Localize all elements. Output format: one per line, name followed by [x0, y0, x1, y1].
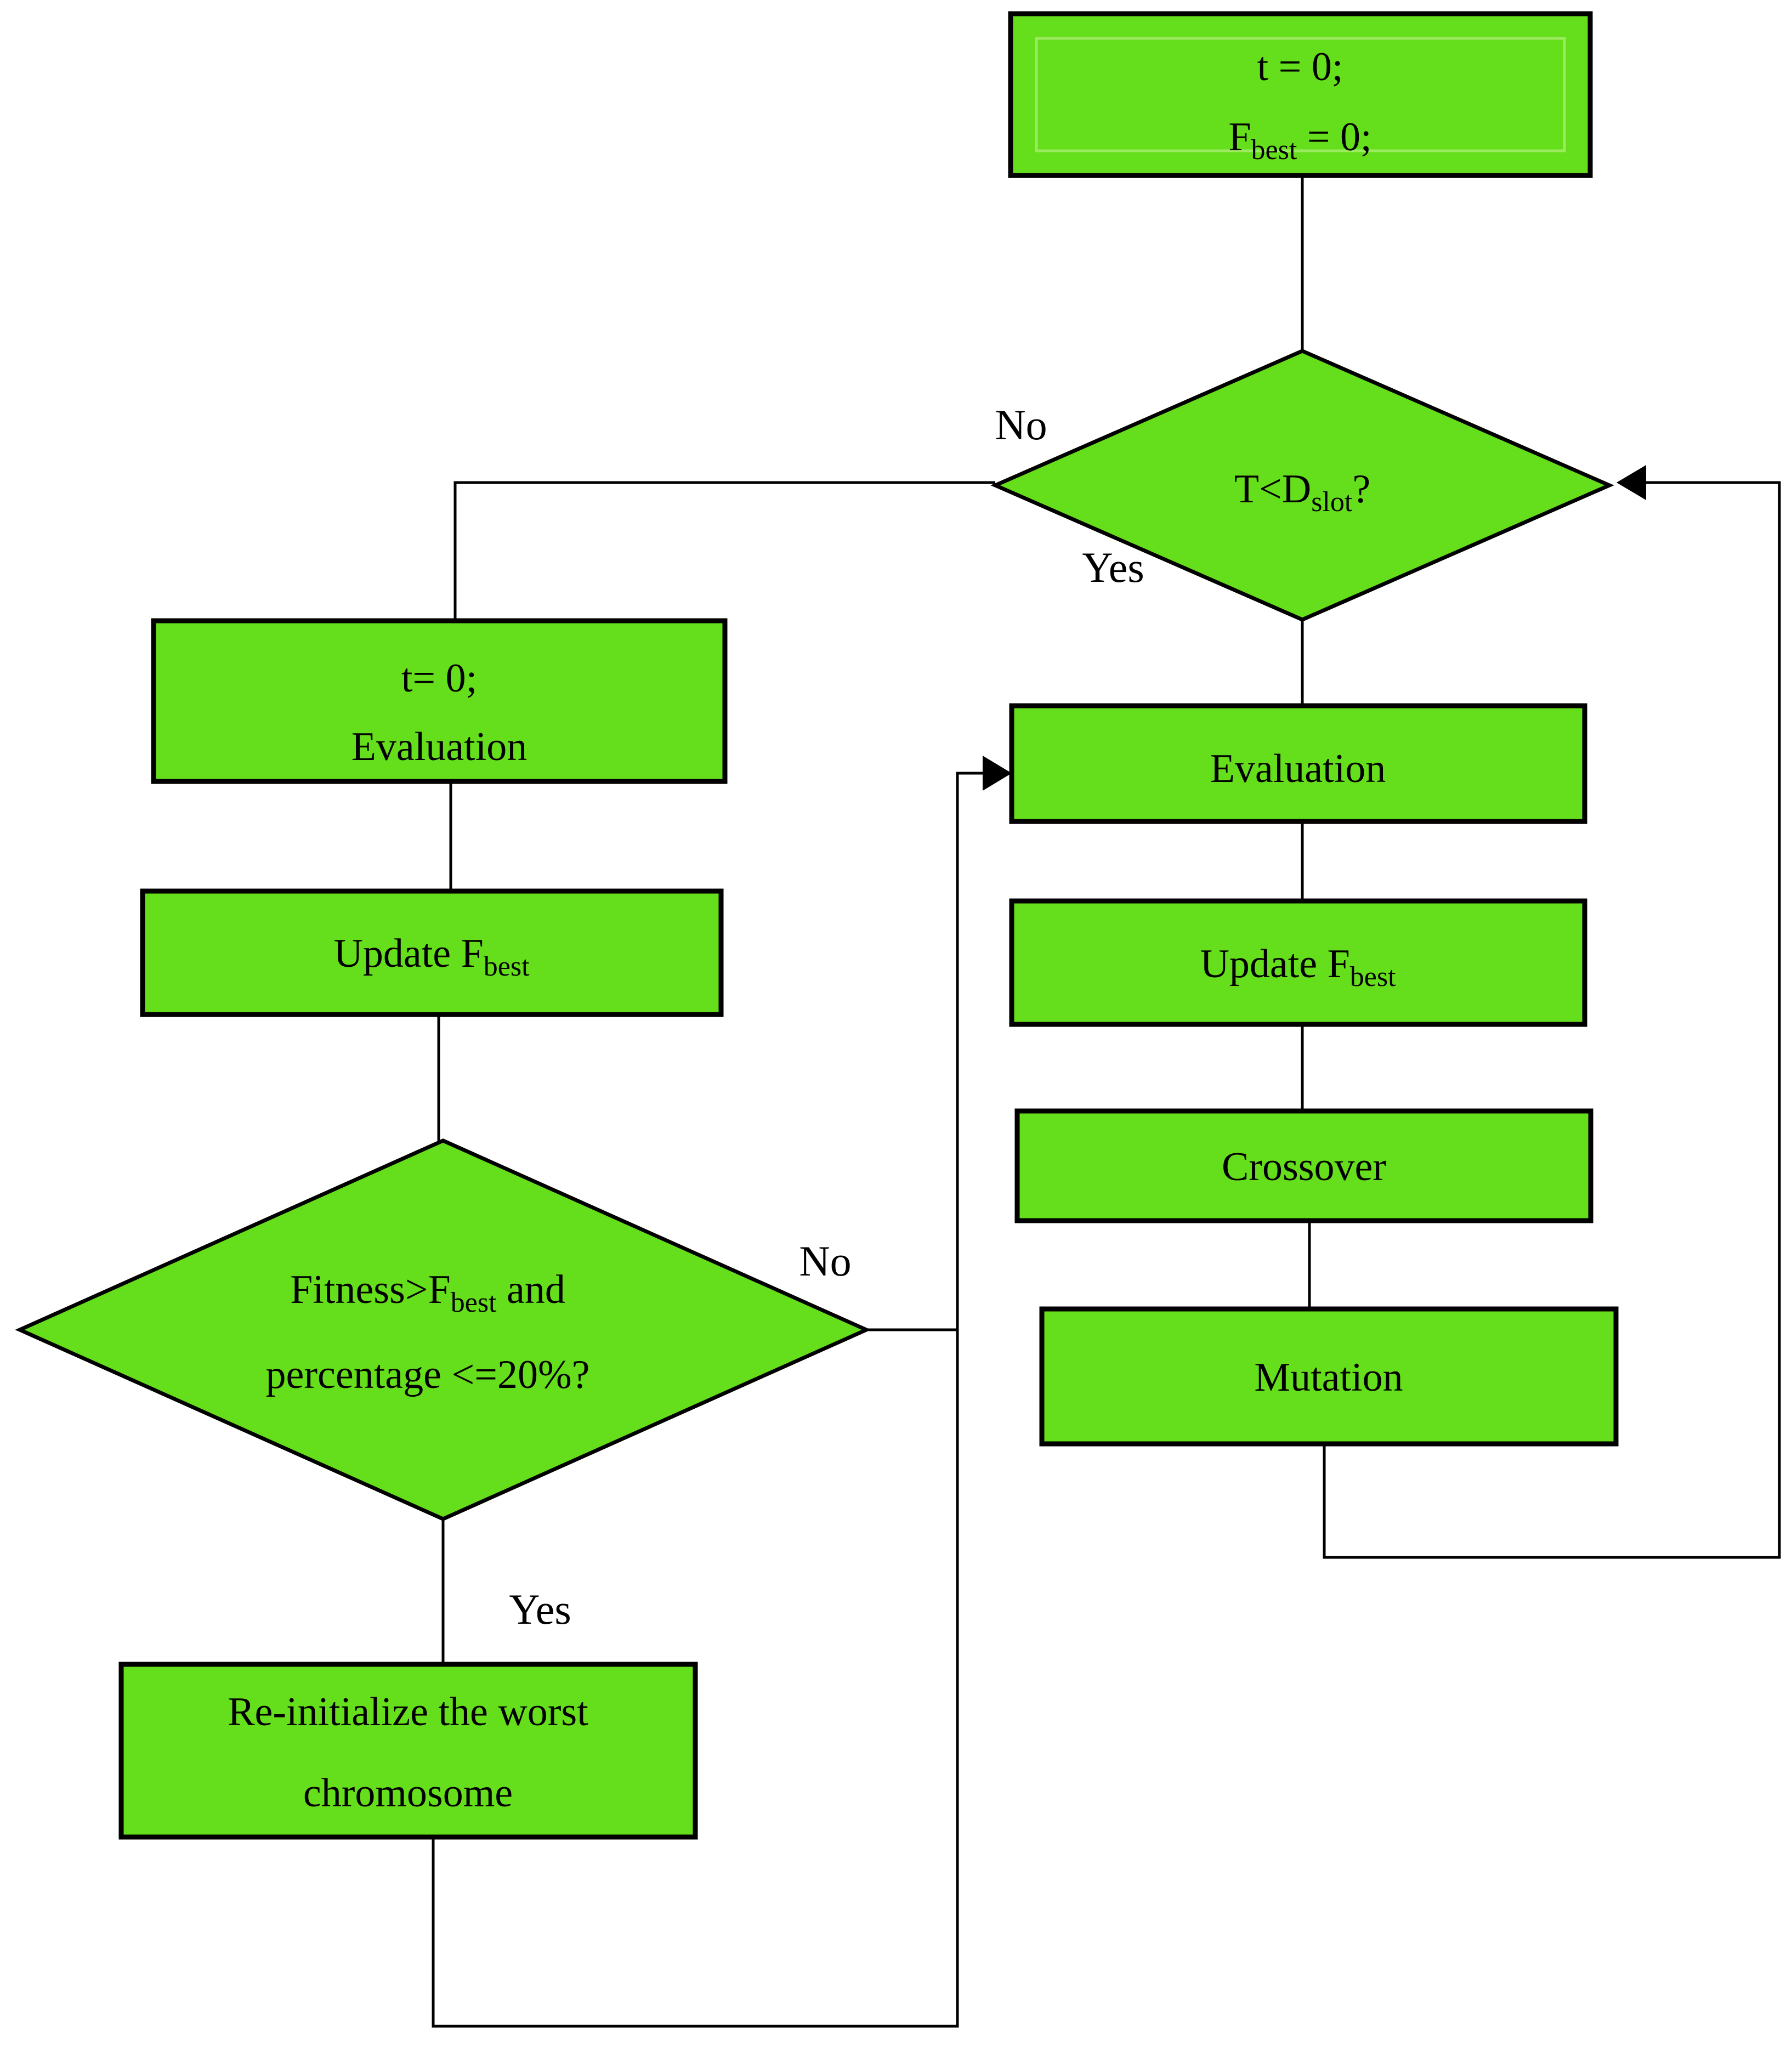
left-init-evaluation-node: t= 0; Evaluation — [151, 618, 728, 784]
reinitialize-line2: chromosome — [303, 1771, 513, 1816]
evaluation-shape — [1009, 703, 1587, 824]
right-update-fbest-shape — [1009, 898, 1587, 1027]
start-node-inner-highlight — [1035, 37, 1566, 152]
edges — [432, 175, 1781, 2028]
fitness-decision-shape — [15, 1138, 871, 1521]
label-no-mid: No — [799, 1237, 851, 1285]
arrowhead-left-icon — [1617, 465, 1646, 500]
left-update-fbest-text: Update Fbest — [333, 931, 530, 982]
right-update-fbest-text: Update Fbest — [1200, 942, 1396, 993]
left-update-fbest-node: Update Fbest — [140, 888, 724, 1017]
crossover-shape — [1014, 1108, 1593, 1223]
mutation-shape — [1039, 1306, 1619, 1447]
evaluation-text: Evaluation — [1210, 746, 1386, 791]
evaluation-node: Evaluation — [1009, 703, 1587, 824]
fitness-decision-node: Fitness>Fbest and percentage <=20%? — [15, 1138, 871, 1521]
crossover-text: Crossover — [1222, 1144, 1386, 1189]
mutation-node: Mutation — [1039, 1306, 1619, 1447]
reinitialize-shape — [118, 1662, 698, 1840]
time-slot-decision-shape — [990, 349, 1614, 622]
fitness-decision-line1: Fitness>Fbest and — [290, 1267, 565, 1318]
edge-reinit-feedback-loop — [432, 772, 1008, 2028]
label-no-top: No — [995, 401, 1047, 449]
crossover-node: Crossover — [1014, 1108, 1593, 1223]
left-update-fbest-shape — [140, 888, 724, 1017]
right-update-fbest-node: Update Fbest — [1009, 898, 1587, 1027]
start-node-shape — [1008, 11, 1593, 178]
start-node-line2: Fbest = 0; — [1228, 115, 1371, 166]
start-node-line1: t = 0; — [1257, 44, 1343, 89]
reinitialize-line1: Re-initialize the worst — [228, 1690, 588, 1734]
label-yes-mid: Yes — [509, 1585, 571, 1633]
edge-mutation-feedback-loop — [1323, 481, 1781, 1559]
left-init-line2: Evaluation — [351, 724, 528, 769]
reinitialize-node: Re-initialize the worst chromosome — [118, 1662, 698, 1840]
fitness-decision-line2: percentage <=20%? — [266, 1352, 590, 1397]
left-init-evaluation-shape — [151, 618, 728, 784]
mutation-text: Mutation — [1254, 1355, 1403, 1400]
edge-loopcheck-no — [453, 481, 995, 621]
left-init-line1: t= 0; — [401, 656, 477, 701]
label-yes-top: Yes — [1082, 543, 1144, 591]
time-slot-decision-text: T<Dslot? — [1234, 467, 1370, 518]
arrowhead-right-icon — [983, 756, 1012, 791]
start-node: t = 0; Fbest = 0; — [1008, 11, 1593, 178]
time-slot-decision-node: T<Dslot? — [990, 349, 1614, 622]
